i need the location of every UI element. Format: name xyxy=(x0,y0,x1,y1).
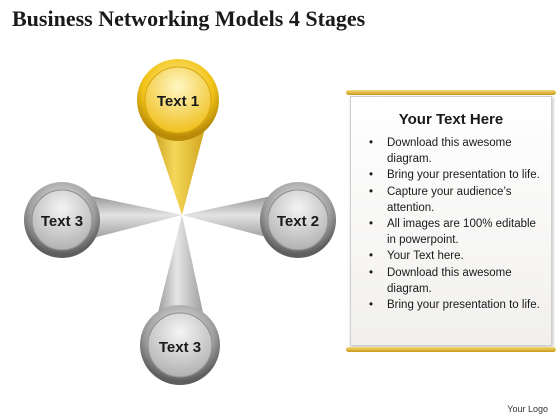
stage-1-node: Text 1 xyxy=(137,59,219,141)
bullet-item: Download this awesome diagram. xyxy=(365,135,545,167)
bullet-list: Download this awesome diagram. Bring you… xyxy=(365,135,545,313)
bullet-item: Your Text here. xyxy=(365,248,545,264)
bullet-item: Capture your audience’s attention. xyxy=(365,184,545,216)
stage-3-left-label: Text 3 xyxy=(41,213,83,230)
panel-background: Your Text Here Download this awesome dia… xyxy=(350,96,552,346)
panel-title: Your Text Here xyxy=(398,111,504,128)
bullet-item: All images are 100% editable in powerpoi… xyxy=(365,216,545,248)
bullet-item: Bring your presentation to life. xyxy=(365,297,545,313)
text-panel: Your Text Here Download this awesome dia… xyxy=(346,90,556,352)
stage-2-node: Text 2 xyxy=(260,182,336,258)
stage-1-label: Text 1 xyxy=(157,93,199,110)
logo-text: Your Logo xyxy=(507,404,548,414)
stage-3-bottom-node: Text 3 xyxy=(140,305,220,385)
stage-3-bottom-label: Text 3 xyxy=(159,339,201,356)
bullet-item: Download this awesome diagram. xyxy=(365,265,545,297)
bullet-item: Bring your presentation to life. xyxy=(365,167,545,183)
stage-2-label: Text 2 xyxy=(277,213,319,230)
panel-bottom-rod xyxy=(346,347,556,352)
stage-3-left-node: Text 3 xyxy=(24,182,100,258)
page-title: Business Networking Models 4 Stages xyxy=(12,6,366,31)
panel-top-rod xyxy=(346,90,556,95)
